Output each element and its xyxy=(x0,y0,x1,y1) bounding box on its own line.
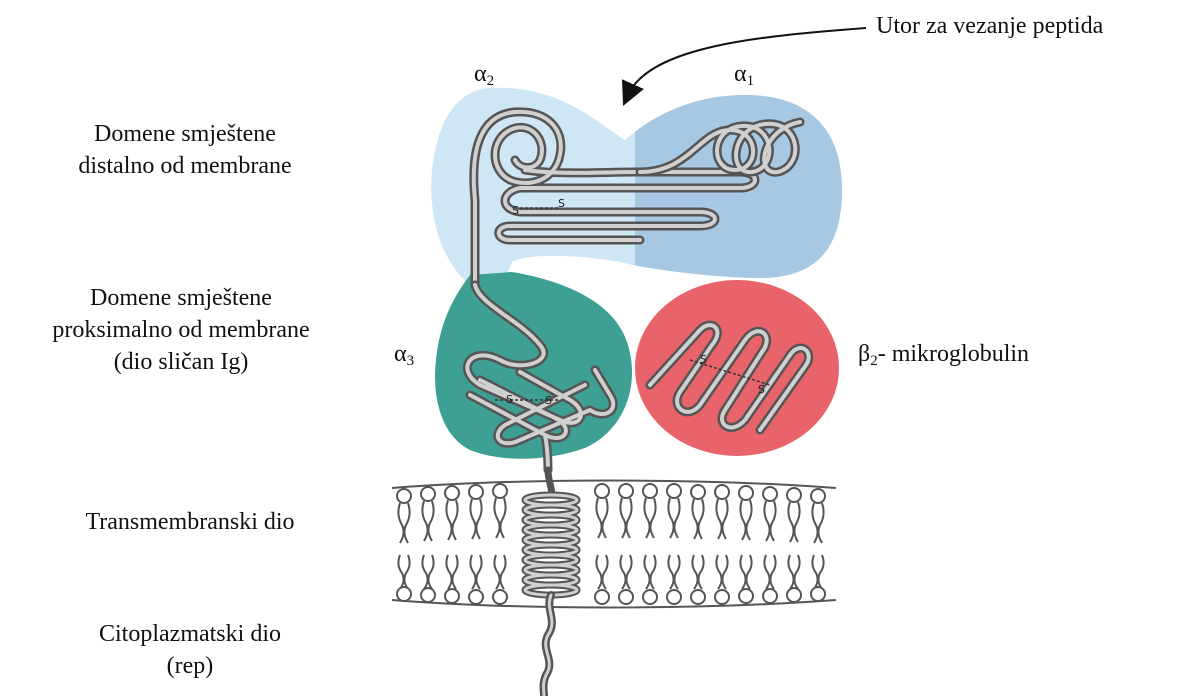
lipid-heads-top xyxy=(397,484,825,503)
disulfide-s-5: S xyxy=(700,353,707,366)
disulfide-s-6: S xyxy=(758,383,765,396)
lipid-tails xyxy=(398,498,823,589)
groove-arrow xyxy=(628,28,866,95)
disulfide-s-3: S xyxy=(506,393,513,406)
lipid-heads-bottom xyxy=(397,587,825,604)
lipid-bilayer xyxy=(392,481,836,608)
disulfide-s-1: S xyxy=(512,204,519,217)
disulfide-s-4: S xyxy=(545,394,552,407)
disulfide-s-2: S xyxy=(558,197,565,210)
